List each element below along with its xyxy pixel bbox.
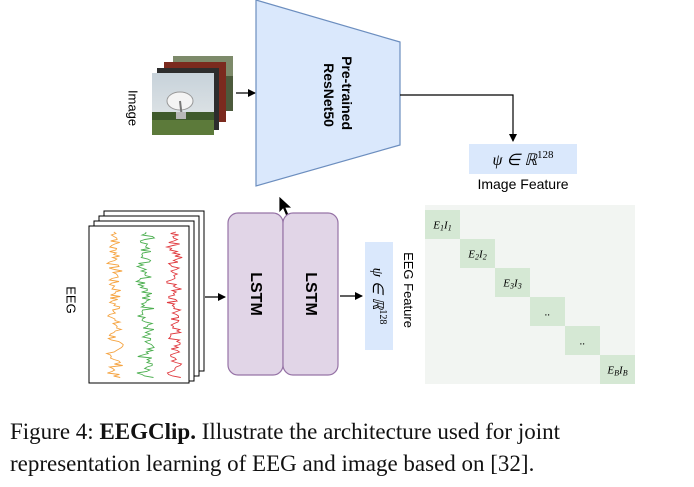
caption-text: Illustrate the architecture used for joi… [10, 419, 560, 476]
caption-bold: EEGClip. [99, 419, 196, 444]
resnet-block [255, 0, 401, 187]
resnet-label: Pre-trained ResNet50 [321, 56, 355, 134]
matrix-cell-1 [425, 210, 460, 239]
image-label: Image [126, 90, 141, 126]
matrix-cell-2 [460, 239, 495, 268]
matrix-cell-label-6: EBIB [606, 365, 627, 378]
lstm-label-1: LSTM [247, 272, 264, 316]
image-feature-math: ψ ∈ ℝ128 [492, 149, 554, 169]
image-feature-label: Image Feature [477, 176, 568, 192]
matrix-cell-label-4: .. [545, 307, 551, 319]
resnet-label-line1: Pre-trained [339, 56, 355, 130]
matrix-cell-6 [600, 355, 635, 384]
eeg-trace-orange [105, 231, 124, 378]
matrix-cell-3 [495, 268, 530, 297]
lstm-block-2 [282, 212, 339, 376]
matrix-cell-5 [565, 326, 600, 355]
caption-prefix: Figure 4: [10, 419, 100, 444]
telescope-photo [152, 73, 214, 135]
resnet-label-line2: ResNet50 [321, 63, 337, 127]
architecture-diagram: Image Pre-trained ResNet50 ψ ∈ ℝ128 Imag… [64, 0, 635, 384]
eeg-feature-math: ψ ∈ ℝ128 [369, 268, 388, 325]
eeg-feature-box [365, 242, 393, 350]
matrix-cell-label-1: E1I1 [432, 220, 451, 233]
eeg-trace-green [134, 231, 156, 378]
image-stack [152, 56, 233, 135]
eeg-stack [88, 210, 205, 384]
matrix-cell-label-2: E2I2 [467, 249, 486, 262]
figure-caption: Figure 4: EEGClip. Illustrate the archit… [10, 416, 690, 480]
matrix-cell-label-5: .. [580, 336, 586, 348]
eeg-feature-label: EEG Feature [401, 252, 416, 328]
lstm-label-2: LSTM [302, 272, 319, 316]
matrix-cell-label-3: E3I3 [502, 278, 521, 291]
eeg-label: EEG [64, 286, 79, 313]
image-feature-box [469, 144, 577, 174]
resnet-to-feature-arrow [400, 94, 517, 142]
eeg-trace-red [164, 231, 183, 378]
eeg-waves [105, 231, 183, 378]
matrix-cell-4 [530, 297, 565, 326]
